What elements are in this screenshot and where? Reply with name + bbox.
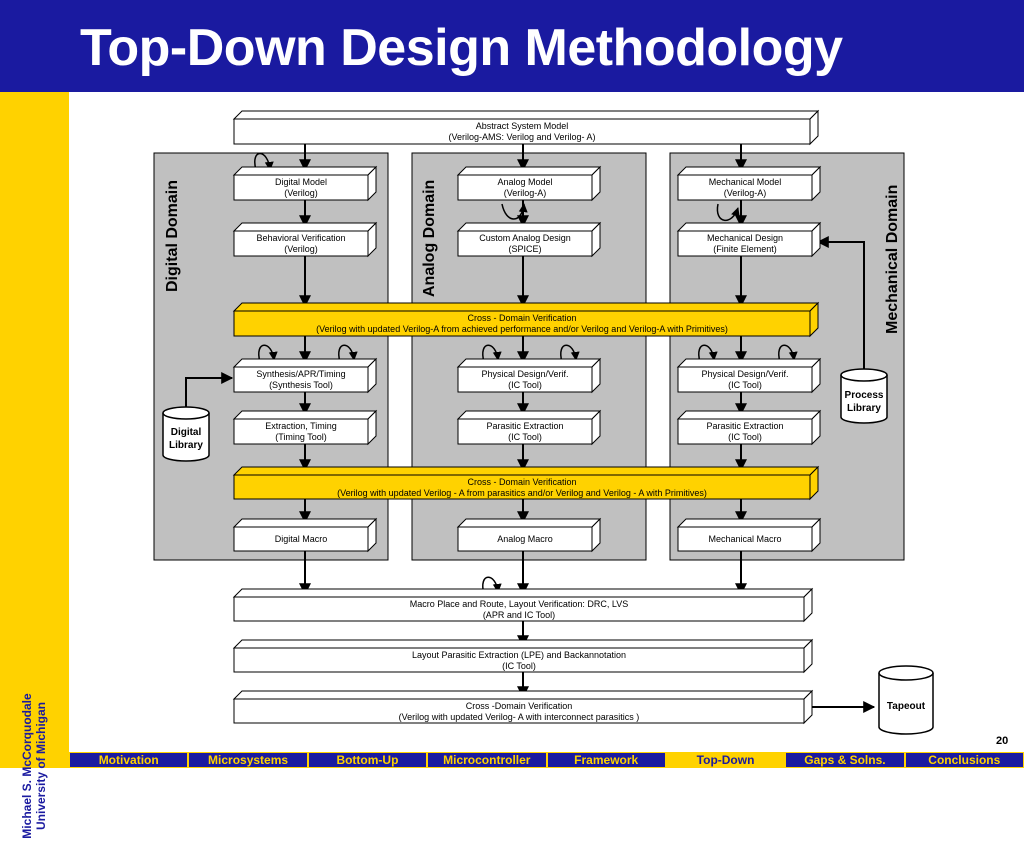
synthesis-line1: Synthesis/APR/Timing bbox=[256, 369, 345, 379]
side-bar: Michael S. McCorquodale University of Mi… bbox=[0, 92, 69, 839]
physical-design-analog-box: Physical Design/Verif. (IC Tool) bbox=[456, 357, 602, 394]
extraction-line1: Extraction, Timing bbox=[265, 421, 337, 431]
nav-item-framework[interactable]: Framework bbox=[546, 752, 666, 768]
process-library-line1: Process bbox=[845, 390, 884, 401]
section-nav-bar: Motivation Microsystems Bottom-Up Microc… bbox=[69, 752, 1024, 768]
cross1-line2: (Verilog with updated Verilog-A from ach… bbox=[316, 324, 728, 334]
parasitic-analog-line2: (IC Tool) bbox=[508, 432, 542, 442]
cross-domain-verification-1-box: Cross - Domain Verification (Verilog wit… bbox=[232, 301, 820, 338]
phys-analog-line1: Physical Design/Verif. bbox=[481, 369, 568, 379]
layout-parasitic-line2: (IC Tool) bbox=[502, 661, 536, 671]
cross3-line1: Cross -Domain Verification bbox=[466, 701, 573, 711]
parasitic-mech-line2: (IC Tool) bbox=[728, 432, 762, 442]
abstract-line2: (Verilog-AMS: Verilog and Verilog- A) bbox=[448, 132, 595, 142]
mech-model-line1: Mechanical Model bbox=[709, 177, 782, 187]
nav-item-gaps-solns[interactable]: Gaps & Solns. bbox=[785, 752, 905, 768]
nav-item-motivation[interactable]: Motivation bbox=[69, 752, 189, 768]
digital-model-line2: (Verilog) bbox=[284, 188, 318, 198]
phys-analog-line2: (IC Tool) bbox=[508, 380, 542, 390]
macro-place-line2: (APR and IC Tool) bbox=[483, 610, 555, 620]
phys-mech-line2: (IC Tool) bbox=[728, 380, 762, 390]
behavioral-line2: (Verilog) bbox=[284, 244, 318, 254]
abstract-system-model-box: Abstract System Model (Verilog-AMS: Veri… bbox=[232, 109, 820, 146]
layout-parasitic-box: Layout Parasitic Extraction (LPE) and Ba… bbox=[232, 638, 814, 674]
parasitic-analog-line1: Parasitic Extraction bbox=[486, 421, 563, 431]
tapeout-label: Tapeout bbox=[887, 701, 926, 712]
phys-mech-line1: Physical Design/Verif. bbox=[701, 369, 788, 379]
mech-model-line2: (Verilog-A) bbox=[724, 188, 767, 198]
cross1-line1: Cross - Domain Verification bbox=[467, 313, 576, 323]
digital-library-cylinder: Digital Library bbox=[162, 406, 210, 462]
custom-analog-line1: Custom Analog Design bbox=[479, 233, 571, 243]
layout-parasitic-line1: Layout Parasitic Extraction (LPE) and Ba… bbox=[412, 650, 626, 660]
synthesis-apr-timing-box: Synthesis/APR/Timing (Synthesis Tool) bbox=[232, 357, 378, 394]
parasitic-extraction-analog-box: Parasitic Extraction (IC Tool) bbox=[456, 409, 602, 446]
parasitic-mech-line1: Parasitic Extraction bbox=[706, 421, 783, 431]
digital-macro-box: Digital Macro bbox=[232, 517, 378, 553]
cross-domain-verification-3-box: Cross -Domain Verification (Verilog with… bbox=[232, 689, 814, 725]
cross2-line1: Cross - Domain Verification bbox=[467, 477, 576, 487]
digital-library-line1: Digital bbox=[171, 427, 202, 438]
nav-item-microcontroller[interactable]: Microcontroller bbox=[427, 752, 547, 768]
analog-macro-label: Analog Macro bbox=[497, 534, 553, 544]
digital-macro-label: Digital Macro bbox=[275, 534, 328, 544]
mechanical-domain-label: Mechanical Domain bbox=[884, 185, 901, 334]
title-bar: Top-Down Design Methodology bbox=[0, 0, 1024, 92]
analog-domain-label: Analog Domain bbox=[421, 180, 438, 297]
page-number: 20 bbox=[996, 735, 1009, 747]
macro-place-route-box: Macro Place and Route, Layout Verificati… bbox=[232, 587, 814, 623]
digital-domain-label: Digital Domain bbox=[164, 180, 181, 292]
analog-macro-box: Analog Macro bbox=[456, 517, 602, 553]
nav-item-bottom-up[interactable]: Bottom-Up bbox=[307, 752, 428, 768]
physical-design-mechanical-box: Physical Design/Verif. (IC Tool) bbox=[676, 357, 822, 394]
extraction-timing-box: Extraction, Timing (Timing Tool) bbox=[232, 409, 378, 446]
behavioral-verification-box: Behavioral Verification (Verilog) bbox=[232, 221, 378, 258]
extraction-line2: (Timing Tool) bbox=[275, 432, 327, 442]
custom-analog-design-box: Custom Analog Design (SPICE) bbox=[456, 221, 602, 258]
tapeout-cylinder: Tapeout bbox=[878, 665, 934, 735]
abstract-line1: Abstract System Model bbox=[476, 121, 569, 131]
parasitic-extraction-mechanical-box: Parasitic Extraction (IC Tool) bbox=[676, 409, 822, 446]
nav-item-conclusions[interactable]: Conclusions bbox=[904, 752, 1024, 768]
cross2-line2: (Verilog with updated Verilog - A from p… bbox=[337, 488, 707, 498]
digital-model-box: Digital Model (Verilog) bbox=[232, 165, 378, 202]
design-flow-diagram: Digital Domain Analog Domain Mechanical … bbox=[153, 109, 934, 735]
slide-title: Top-Down Design Methodology bbox=[80, 19, 843, 77]
process-library-cylinder: Process Library bbox=[840, 368, 888, 424]
nav-item-top-down[interactable]: Top-Down bbox=[665, 752, 786, 768]
mech-macro-label: Mechanical Macro bbox=[708, 534, 781, 544]
mechanical-design-box: Mechanical Design (Finite Element) bbox=[676, 221, 822, 258]
mechanical-model-box: Mechanical Model (Verilog-A) bbox=[676, 165, 822, 202]
analog-model-line1: Analog Model bbox=[497, 177, 552, 187]
mech-design-line2: (Finite Element) bbox=[713, 244, 777, 254]
mechanical-macro-box: Mechanical Macro bbox=[676, 517, 822, 553]
custom-analog-line2: (SPICE) bbox=[508, 244, 541, 254]
cross3-line2: (Verilog with updated Verilog- A with in… bbox=[399, 712, 640, 722]
analog-model-box: Analog Model (Verilog-A) bbox=[456, 165, 602, 202]
nav-item-microsystems[interactable]: Microsystems bbox=[188, 752, 308, 768]
process-library-line2: Library bbox=[847, 403, 881, 414]
macro-place-line1: Macro Place and Route, Layout Verificati… bbox=[410, 599, 628, 609]
mech-design-line1: Mechanical Design bbox=[707, 233, 783, 243]
cross-domain-verification-2-box: Cross - Domain Verification (Verilog wit… bbox=[232, 465, 820, 501]
analog-model-line2: (Verilog-A) bbox=[504, 188, 547, 198]
digital-model-line1: Digital Model bbox=[275, 177, 327, 187]
behavioral-line1: Behavioral Verification bbox=[256, 233, 345, 243]
digital-library-line2: Library bbox=[169, 440, 203, 451]
synthesis-line2: (Synthesis Tool) bbox=[269, 380, 333, 390]
